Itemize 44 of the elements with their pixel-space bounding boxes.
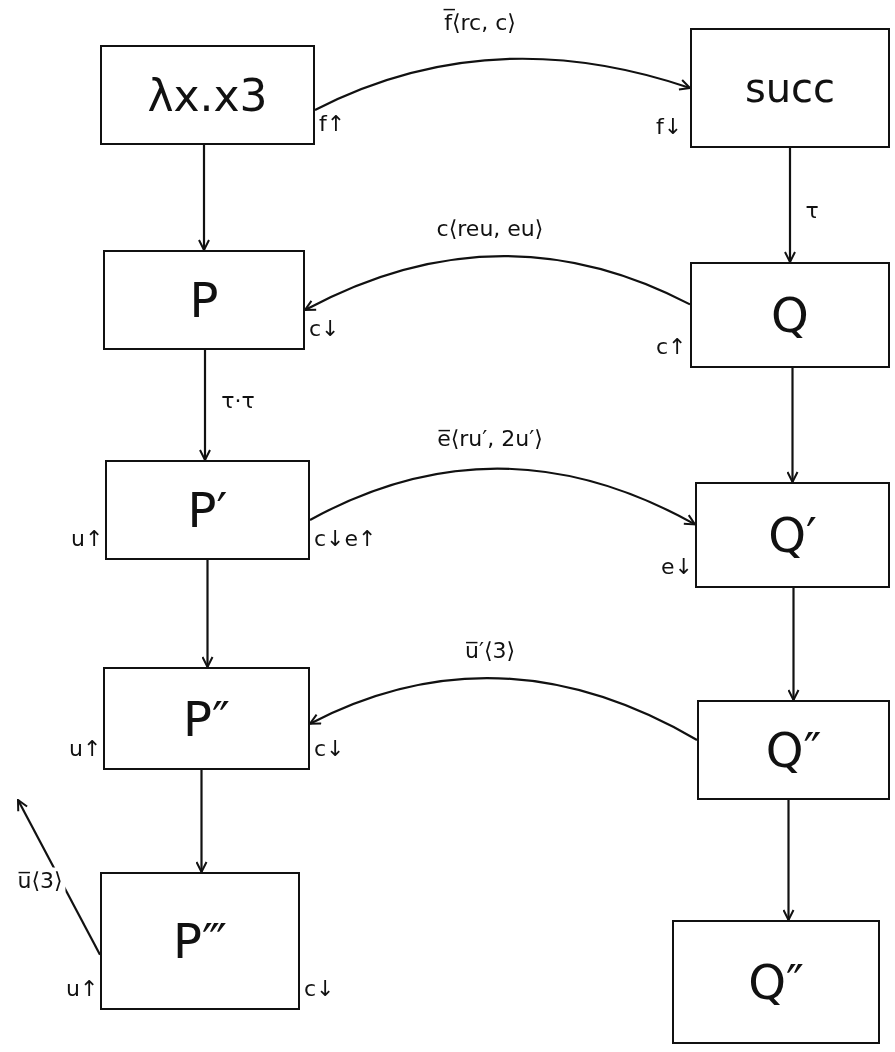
state-label: P′ <box>187 482 228 538</box>
arrow <box>304 255 691 312</box>
state-label: Q <box>771 287 809 343</box>
port-label: f↑ <box>319 111 346 136</box>
state-label: Q′ <box>768 507 817 563</box>
port-label: f↓ <box>656 114 683 139</box>
state-label: Q″ <box>765 722 822 778</box>
state-box <box>695 482 890 588</box>
port-label: c↓ <box>309 316 340 341</box>
arrow <box>201 560 214 668</box>
arrow <box>195 770 208 873</box>
port-label: c↑ <box>656 334 687 359</box>
state-box <box>672 920 880 1044</box>
state-label: P <box>189 272 219 328</box>
arrow <box>782 800 795 921</box>
state-label: P‴ <box>173 913 227 969</box>
state-box <box>103 667 310 770</box>
port-label: e↓ <box>661 554 693 579</box>
state-box <box>697 700 890 800</box>
port-label: c↓ <box>314 736 345 761</box>
state-box <box>690 28 890 148</box>
arrow <box>309 677 698 741</box>
arrow <box>784 148 796 263</box>
state-box <box>100 45 315 145</box>
port-label: u↑ <box>69 736 102 761</box>
arrow <box>314 57 691 111</box>
arrow <box>17 799 101 956</box>
state-box <box>690 262 890 368</box>
arrow <box>786 368 799 483</box>
state-label: λx.x3 <box>147 69 268 121</box>
port-label: u↑ <box>71 526 104 551</box>
port-label: c↓e↑ <box>314 526 377 551</box>
state-label: P″ <box>183 690 230 747</box>
state-box <box>100 872 300 1010</box>
arrow <box>309 467 696 526</box>
port-label: c↓ <box>304 976 335 1001</box>
state-box <box>103 250 305 350</box>
state-box <box>105 460 310 560</box>
state-label: Q″ <box>748 954 804 1010</box>
arrow <box>787 588 800 701</box>
state-label: succ <box>744 65 836 111</box>
arrow <box>199 350 211 461</box>
port-label: u↑ <box>66 976 99 1001</box>
arrow <box>198 145 210 251</box>
